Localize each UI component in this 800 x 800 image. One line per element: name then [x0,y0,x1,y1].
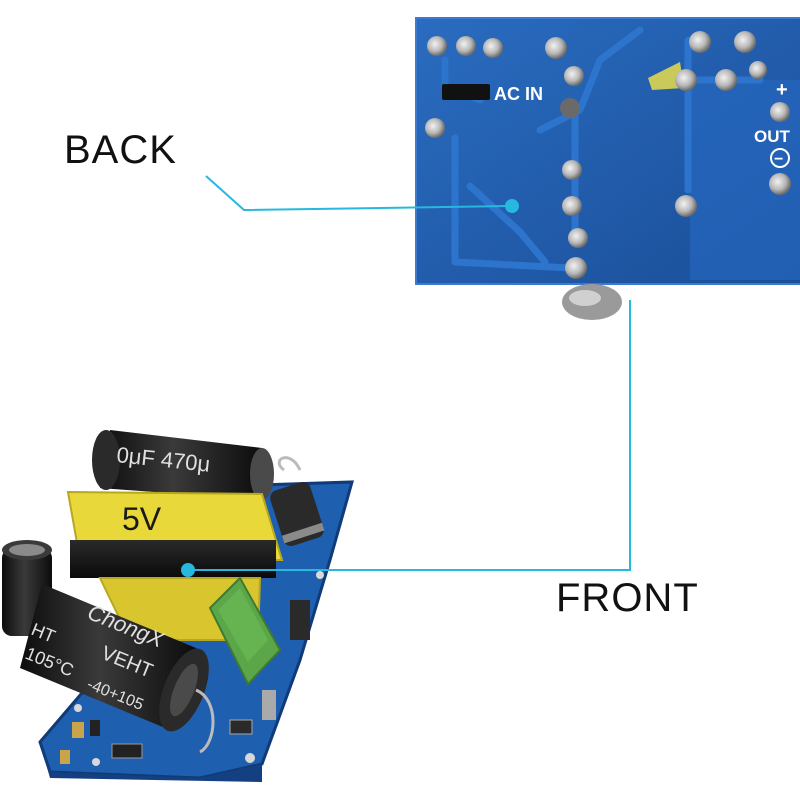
back-pointer-line [205,175,513,212]
back-pointer-dot [505,199,519,213]
back-slot [442,84,490,100]
solder-pad [456,36,476,56]
solder-pad [749,61,767,79]
large-capacitor: 0μF 470μ [92,430,274,500]
back-yellow-mark [648,62,684,90]
back-silkscreen-plus: + [776,79,788,101]
solder-pad [545,37,567,59]
solder-pad [715,69,737,91]
x-capacitor [208,576,282,686]
solder-pad [565,257,587,279]
back-silkscreen-in: AC IN [494,84,543,104]
solder-pad [675,69,697,91]
front-label: FRONT [556,576,699,620]
front-pcb-edge [40,742,262,782]
solder-pad [562,160,582,180]
back-component-bottom-shine [569,290,601,306]
back-silkscreen-minus-ring [770,148,790,168]
back-label: BACK [64,128,177,172]
solder-pad [564,66,584,86]
solder-pad [425,118,445,138]
front-board: 0μF 470μ 5V [2,430,355,782]
front-pointer-line [188,300,631,571]
transformer-label: 5V [122,501,162,537]
solder-pad [675,195,697,217]
solder-pad [689,31,711,53]
solder-pad [734,31,756,53]
front-smd-parts [60,571,324,766]
back-pcb-copper-pour [690,80,800,280]
solder-pad [568,228,588,248]
front-pointer-dot [181,563,195,577]
solder-pad [560,98,580,118]
diode [270,456,325,546]
solder-pad [562,196,582,216]
back-board: AC IN + OUT − [415,17,800,320]
solder-pad [770,102,790,122]
pointer-lines [188,175,631,571]
back-silkscreen-out: OUT [754,127,791,146]
solder-pad [483,38,503,58]
solder-pad [769,173,791,195]
transformer-core [70,540,276,578]
solder-pad [427,36,447,56]
back-solder-pads [425,31,791,279]
back-silkscreen-minus: − [774,151,783,168]
